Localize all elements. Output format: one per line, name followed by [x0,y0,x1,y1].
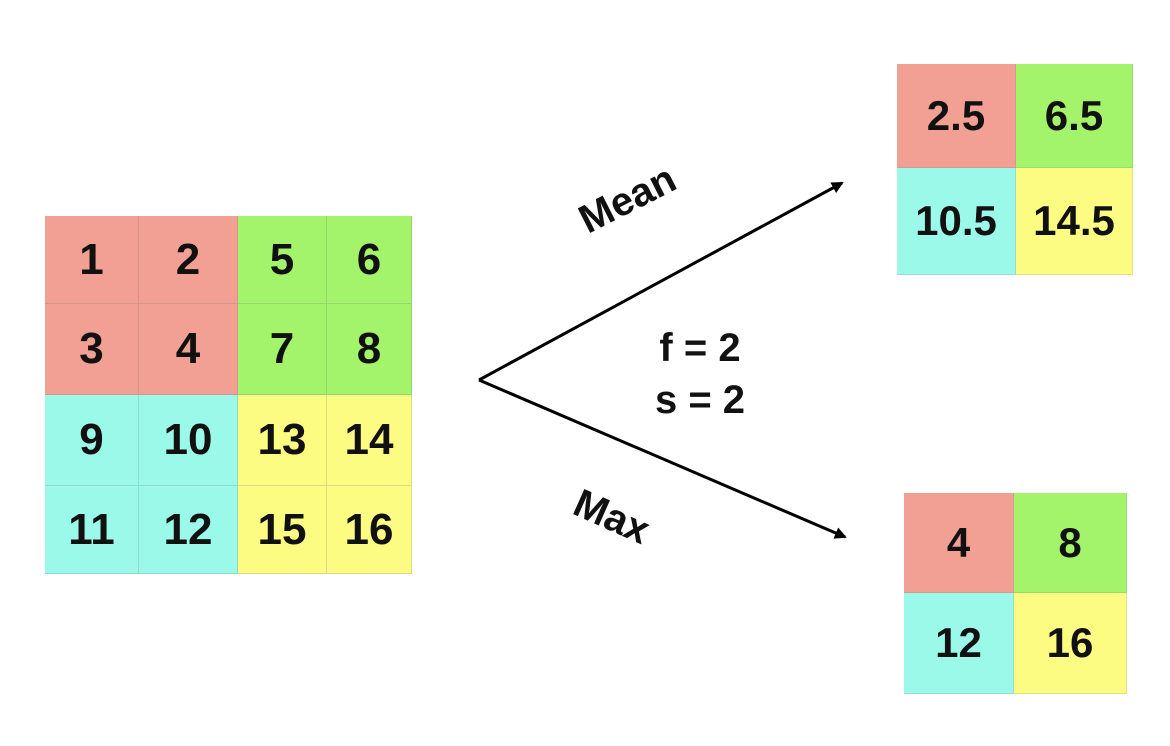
input-cell: 9 [45,395,139,486]
pooling-parameters: f = 2 s = 2 [630,322,770,426]
max-arrow [478,378,847,539]
input-cell: 15 [238,486,327,574]
max-pool-output: 4 8 12 16 [904,493,1127,694]
max-output-cell: 16 [1014,593,1127,694]
input-cell: 12 [139,486,238,574]
input-cell: 5 [238,216,327,304]
input-cell: 4 [139,304,238,395]
mean-arrow [478,181,844,382]
mean-output-cell: 2.5 [897,64,1016,168]
input-cell: 16 [327,486,412,574]
filter-size-label: f = 2 [659,326,741,370]
input-cell: 1 [45,216,139,304]
input-cell: 2 [139,216,238,304]
input-cell: 11 [45,486,139,574]
input-cell: 8 [327,304,412,395]
input-cell: 13 [238,395,327,486]
input-cell: 6 [327,216,412,304]
mean-output-cell: 10.5 [897,168,1016,275]
max-output-cell: 4 [904,493,1014,593]
mean-pool-output: 2.5 6.5 10.5 14.5 [897,64,1133,275]
max-output-cell: 8 [1014,493,1127,593]
input-cell: 10 [139,395,238,486]
max-output-cell: 12 [904,593,1014,694]
mean-output-cell: 6.5 [1016,64,1133,168]
input-cell: 3 [45,304,139,395]
input-matrix: 1 2 5 6 3 4 7 8 9 10 13 14 11 12 15 16 [45,216,412,574]
mean-output-cell: 14.5 [1016,168,1133,275]
input-cell: 14 [327,395,412,486]
input-cell: 7 [238,304,327,395]
stride-label: s = 2 [654,378,746,422]
